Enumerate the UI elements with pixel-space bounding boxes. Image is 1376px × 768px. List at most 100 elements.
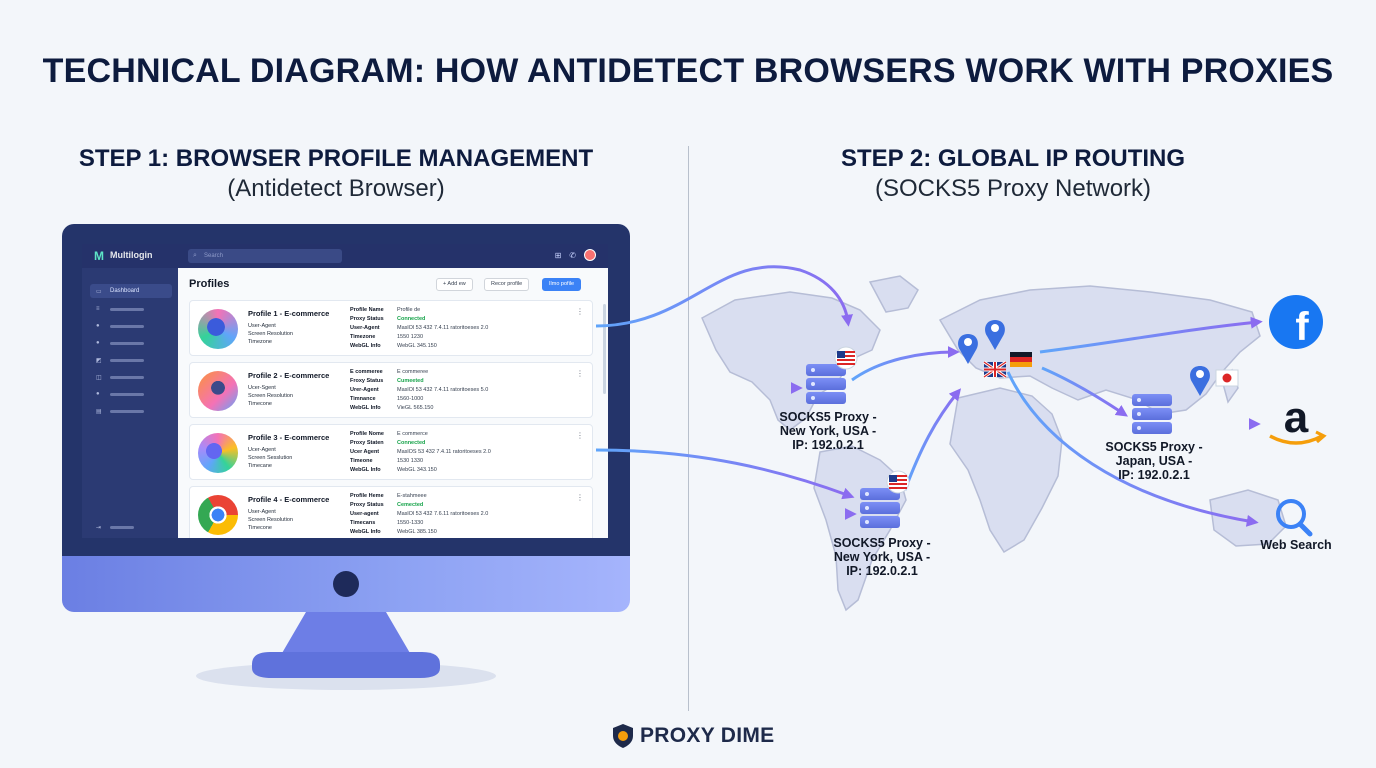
field-key: Ucer Agent <box>350 449 380 455</box>
main-title: TECHNICAL DIAGRAM: HOW ANTIDETECT BROWSE… <box>42 52 1334 90</box>
field-key: Profile Nome <box>350 431 384 437</box>
sidebar-item-logout[interactable]: ⇥ <box>90 520 172 534</box>
document-icon: ▤ <box>96 408 102 415</box>
arrow-europe-to-search <box>1006 371 1259 527</box>
field-key: User-Agent <box>350 325 380 331</box>
more-options-icon[interactable]: ⋮ <box>576 307 584 316</box>
japan-flag-icon <box>1215 369 1239 387</box>
search-placeholder: Search <box>204 253 224 259</box>
scrollbar[interactable] <box>603 304 606 394</box>
profile-name: Profile 3 - E-commerce <box>248 433 330 442</box>
sidebar-item[interactable]: ◩ <box>90 353 172 367</box>
sidebar-item[interactable]: ● <box>90 387 172 401</box>
svg-text:f: f <box>1295 305 1309 349</box>
recover-profile-button[interactable]: Recor profile <box>484 278 530 291</box>
server-icon-newyork <box>806 364 846 404</box>
proxy-label-line: New York, USA - <box>779 424 877 438</box>
proxy-label-line: Japan, USA - <box>1115 454 1193 468</box>
proxy-label-line: IP: 192.0.2.1 <box>846 564 918 578</box>
server-icon-southamerica <box>860 488 900 528</box>
more-options-icon[interactable]: ⋮ <box>576 431 584 440</box>
arrow-sa-to-europe <box>903 388 962 491</box>
server-icon-japan <box>1132 394 1172 434</box>
profile-card[interactable]: Profile 1 - E-commerce User-Agent Screen… <box>189 300 593 356</box>
profile-label: Timecone <box>248 525 272 531</box>
sidebar-placeholder-bar <box>110 307 144 311</box>
field-key: Timnance <box>350 396 376 402</box>
profile-label: Timecone <box>248 401 272 407</box>
profile-card[interactable]: Profile 2 - E-commerce Ucer-Sgent Screen… <box>189 362 593 418</box>
usa-flag-icon <box>834 346 858 370</box>
profile-card[interactable]: Profile 3 - E-commerce Ucer-Agent Screen… <box>189 424 593 480</box>
field-value: MaslOl 53 432 7.4.11 ratoritoeses 2.0 <box>397 325 489 331</box>
proxy-label-newyork: SOCKS5 Proxy - New York, USA - IP: 192.0… <box>766 410 890 452</box>
field-key: Profile Name <box>350 307 384 313</box>
step2-subtitle: (SOCKS5 Proxy Network) <box>874 175 1152 202</box>
sidebar-item[interactable]: ● <box>90 336 172 350</box>
sidebar-placeholder-bar <box>110 324 144 328</box>
more-options-icon[interactable]: ⋮ <box>576 493 584 502</box>
notification-icon[interactable]: ✆ <box>569 250 576 260</box>
sidebar-placeholder-bar <box>110 375 144 379</box>
more-options-icon[interactable]: ⋮ <box>576 369 584 378</box>
search-icon: ⌕ <box>193 252 197 259</box>
africa-landmass <box>949 387 1063 554</box>
field-value: 1560-1000 <box>397 396 424 402</box>
profile-label: Screen Resolution <box>248 393 293 399</box>
web-search-label: Web Search <box>1260 538 1332 552</box>
grid-icon[interactable]: ⊞ <box>554 250 562 260</box>
sidebar-item[interactable]: ◫ <box>90 370 172 384</box>
app-topbar: M Multilogin ⌕ Search ⊞ ✆ <box>82 244 608 268</box>
usa-flag-icon <box>886 470 910 494</box>
location-pin-icon <box>1190 366 1210 396</box>
arrow-profile1 <box>595 265 853 328</box>
app-name: Multilogin <box>110 250 153 260</box>
field-value: 1550-1330 <box>397 520 424 526</box>
add-profile-button[interactable]: + Add ew <box>436 278 473 291</box>
logout-icon: ⇥ <box>96 524 102 531</box>
profile-name: Profile 4 - E-commerce <box>248 495 330 504</box>
proxy-status-value: Connected <box>397 440 426 446</box>
profile-avatar <box>198 433 238 473</box>
sidebar-item-dashboard[interactable]: ▭ Dashboard <box>90 284 172 298</box>
sidebar-placeholder-bar <box>110 525 134 529</box>
sidebar-item[interactable]: ▤ <box>90 404 172 418</box>
app-sidebar: ▭ Dashboard ≡ ● ● ◩ ◫ ● ▤ ⇥ <box>82 268 178 538</box>
field-key: Timezone <box>350 334 376 340</box>
proxy-status-value: Cemected <box>397 502 424 508</box>
profile-label: Timecane <box>248 463 272 469</box>
sidebar-placeholder-bar <box>110 409 144 413</box>
user-icon: ● <box>96 340 100 346</box>
search-input[interactable]: ⌕ Search <box>188 249 342 263</box>
proxy-label-line: SOCKS5 Proxy - <box>779 410 877 424</box>
profile-card[interactable]: Profile 4 - E-commerce User-Agent Screen… <box>189 486 593 538</box>
location-pin-icon <box>985 320 1005 350</box>
field-value: WebGL 345.150 <box>397 343 437 349</box>
profile-avatar <box>198 309 238 349</box>
field-key: WebGL Info <box>350 405 381 411</box>
user-avatar[interactable] <box>584 249 596 261</box>
field-key: Proxy Status <box>350 316 384 322</box>
proxy-label-japan: SOCKS5 Proxy - Japan, USA - IP: 192.0.2.… <box>1092 440 1216 482</box>
sidebar-item[interactable]: ● <box>90 319 172 333</box>
camera-icon: ◫ <box>96 374 102 381</box>
new-profile-button[interactable]: Ilmo pofile <box>542 278 582 291</box>
chrome-icon <box>198 495 238 535</box>
proxy-status-value: Connected <box>397 316 426 322</box>
profile-label: Timezone <box>248 339 272 345</box>
proxy-label-southamerica: SOCKS5 Proxy - New York, USA - IP: 192.0… <box>820 536 944 578</box>
sidebar-item[interactable]: ≡ <box>90 302 172 316</box>
location-pin-icon <box>958 334 978 364</box>
proxy-label-line: SOCKS5 Proxy - <box>833 536 931 550</box>
field-key: WebGL Info <box>350 467 381 473</box>
profile-arrows <box>595 265 857 520</box>
profile-avatar <box>198 371 238 411</box>
field-key: WebGL Info <box>350 529 381 535</box>
profile-label: User-Agent <box>248 509 276 515</box>
profile-label: Ucer-Sgent <box>248 385 276 391</box>
field-value: 1530 1330 <box>397 458 423 464</box>
arrow-europe-to-japan <box>1041 366 1128 417</box>
field-value: WebGL 385.150 <box>397 529 437 535</box>
field-key: Froxy Status <box>350 378 384 384</box>
